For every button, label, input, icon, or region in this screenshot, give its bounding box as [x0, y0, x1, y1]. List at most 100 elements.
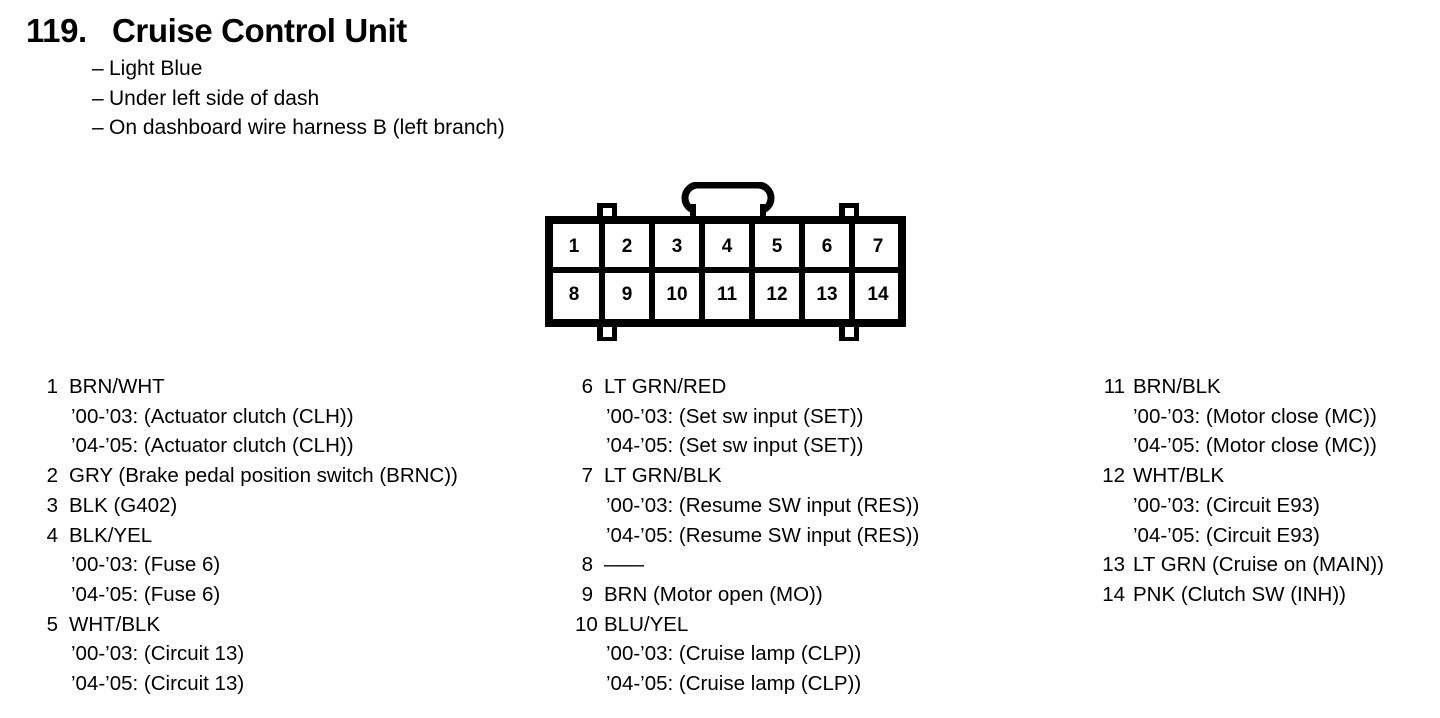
pin-main-line: 1 BRN/WHT — [40, 372, 560, 402]
pin-main-line: 2 GRY (Brake pedal position switch (BRNC)… — [40, 461, 560, 491]
pin-subline: ’04-’05: (Cruise lamp (CLP)) — [606, 672, 862, 696]
pin-number: 5 — [46, 612, 58, 636]
pin-label: WHT/BLK — [69, 612, 161, 636]
pin-number: 4 — [46, 523, 58, 547]
pin-subline: ’04-’05: (Circuit 13) — [71, 672, 245, 696]
pin-legend-column-1: 1 BRN/WHT ’00-’03: (Actuator clutch (CLH))… — [40, 372, 560, 699]
pin-main-line: 8 —— — [575, 550, 1075, 580]
pin-subline: ’00-’03: (Circuit E93) — [1133, 493, 1320, 517]
pin-subline: ’00-’03: (Cruise lamp (CLP)) — [606, 642, 862, 666]
connector-attribute-text: Light Blue — [109, 57, 203, 80]
pin-main-line: 4 BLK/YEL — [40, 521, 560, 551]
pin-subline: ’04-’05: (Actuator clutch (CLH)) — [71, 434, 354, 458]
pin-main-line: 14 PNK (Clutch SW (INH)) — [1095, 580, 1440, 610]
connector-pin-3: 3 — [672, 236, 683, 257]
connector-pin-5: 5 — [772, 236, 783, 257]
pin-entry-4: 4 BLK/YEL ’00-’03: (Fuse 6) ’04-’05: (Fuse … — [40, 521, 560, 610]
pin-label: WHT/BLK — [1133, 464, 1225, 488]
pin-subline: ’04-’05: (Set sw input (SET)) — [606, 434, 864, 458]
page-title: 119. Cruise Control Unit — [26, 14, 1026, 47]
pin-number: 14 — [1102, 582, 1125, 606]
pin-number: 3 — [46, 493, 58, 517]
pin-subline: ’04-’05: (Fuse 6) — [71, 582, 221, 606]
pin-label: LT GRN (Cruise on (MAIN)) — [1133, 553, 1384, 577]
pin-main-line: 5 WHT/BLK — [40, 610, 560, 640]
connector-pin-7: 7 — [873, 236, 884, 257]
connector-attribute-item: –On dashboard wire harness B (left branc… — [92, 113, 505, 143]
pin-entry-5: 5 WHT/BLK ’00-’03: (Circuit 13) ’04-’05: (C… — [40, 610, 560, 699]
connector-pin-9: 9 — [622, 284, 633, 305]
pin-number: 7 — [581, 464, 593, 488]
connector-attribute-item: –Under left side of dash — [92, 84, 505, 114]
pin-subline: ’00-’03: (Actuator clutch (CLH)) — [71, 404, 354, 428]
pin-main-line: 11 BRN/BLK — [1095, 372, 1440, 402]
pin-subline: ’04-’05: (Motor close (MC)) — [1133, 434, 1377, 458]
connector-pin-6: 6 — [822, 236, 833, 257]
pin-label: BRN/BLK — [1133, 375, 1221, 398]
pin-number: 13 — [1102, 553, 1125, 577]
pin-main-line: 3 BLK (G402) — [40, 491, 560, 521]
pin-label: BRN/WHT — [69, 375, 165, 398]
pin-subline: ’00-’03: (Set sw input (SET)) — [606, 404, 864, 428]
pin-main-line: 13 LT GRN (Cruise on (MAIN)) — [1095, 550, 1440, 580]
pin-number: 2 — [46, 464, 58, 488]
pin-number: 1 — [46, 375, 58, 398]
pin-number: 8 — [581, 553, 593, 577]
pin-label: GRY (Brake pedal position switch (BRNC)) — [69, 464, 458, 488]
pin-subline: ’00-’03: (Resume SW input (RES)) — [606, 493, 920, 517]
pin-main-line: 12 WHT/BLK — [1095, 461, 1440, 491]
connector-attribute-item: –Light Blue — [92, 54, 505, 84]
bullet-dash-icon: – — [92, 86, 104, 110]
pin-entry-12: 12 WHT/BLK ’00-’03: (Circuit E93) ’04-’05: … — [1095, 461, 1440, 550]
connector-pin-8: 8 — [569, 284, 580, 305]
connector-pin-10: 10 — [666, 284, 687, 305]
connector-attributes-list: –Light Blue–Under left side of dash–On d… — [92, 54, 505, 143]
connector-pin-2: 2 — [622, 236, 633, 257]
pin-label: BLU/YEL — [604, 612, 689, 636]
pin-subline: ’00-’03: (Circuit 13) — [71, 642, 245, 666]
page-number: 119. — [26, 12, 87, 49]
connector-pin-11: 11 — [717, 284, 738, 305]
pin-entry-3: 3 BLK (G402) — [40, 491, 560, 521]
pin-entry-13: 13 LT GRN (Cruise on (MAIN)) — [1095, 550, 1440, 580]
connector-pin-1: 1 — [569, 236, 580, 257]
pin-entry-8: 8 —— — [575, 550, 1075, 580]
pin-entry-1: 1 BRN/WHT ’00-’03: (Actuator clutch (CLH))… — [40, 372, 560, 461]
pin-number: 12 — [1102, 464, 1125, 488]
connector-pin-14: 14 — [867, 284, 889, 305]
bullet-dash-icon: – — [92, 57, 104, 80]
pin-subline: ’04-’05: (Circuit E93) — [1133, 523, 1320, 547]
connector-attribute-text: On dashboard wire harness B (left branch… — [109, 116, 505, 139]
pin-label: LT GRN/BLK — [604, 464, 722, 488]
connector-cell-dividers — [599, 224, 855, 319]
pin-entry-2: 2 GRY (Brake pedal position switch (BRNC)… — [40, 461, 560, 491]
pin-number: 6 — [581, 375, 593, 398]
page-title-text: Cruise Control Unit — [112, 12, 407, 49]
pin-subline: ’00-’03: (Fuse 6) — [71, 553, 221, 577]
bullet-dash-icon: – — [92, 116, 104, 139]
connector-pin-4: 4 — [722, 236, 733, 257]
pin-number: 10 — [575, 612, 598, 636]
pin-main-line: 7 LT GRN/BLK — [575, 461, 1075, 491]
pin-number: 11 — [1103, 375, 1125, 398]
connector-pin-12: 12 — [766, 284, 787, 305]
pin-label: —— — [604, 553, 644, 577]
connector-pin-13: 13 — [816, 284, 837, 305]
pin-label: PNK (Clutch SW (INH)) — [1133, 582, 1346, 606]
pin-label: BLK/YEL — [69, 523, 153, 547]
pin-number: 9 — [581, 582, 593, 606]
pin-subline: ’04-’05: (Resume SW input (RES)) — [606, 523, 920, 547]
pin-entry-14: 14 PNK (Clutch SW (INH)) — [1095, 580, 1440, 610]
pin-entry-7: 7 LT GRN/BLK ’00-’03: (Resume SW input (RE… — [575, 461, 1075, 550]
pin-label: BLK (G402) — [69, 493, 178, 517]
